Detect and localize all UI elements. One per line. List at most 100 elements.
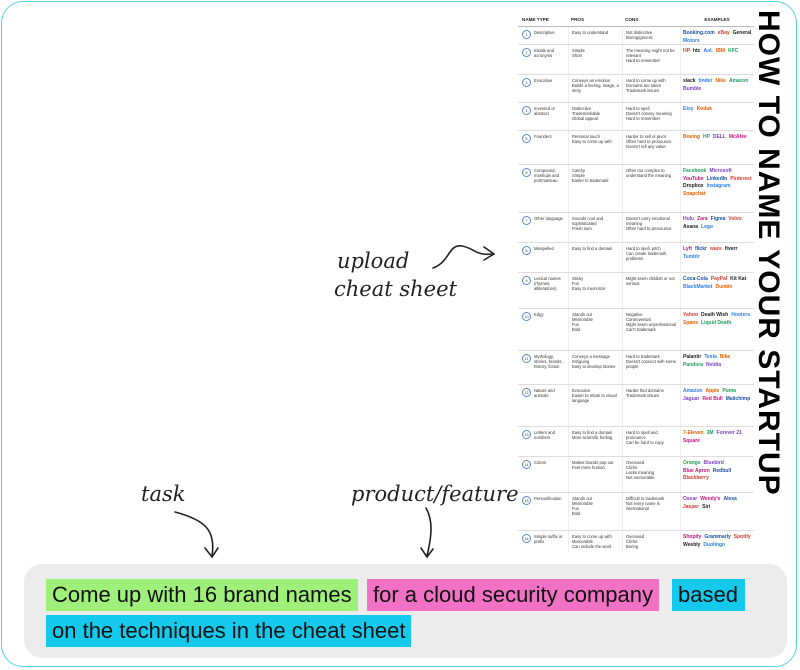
example-logo: Pinterest	[730, 175, 752, 182]
example-logo: Hulu	[683, 216, 695, 222]
row-number-badge: 11	[522, 354, 531, 363]
row-number-badge: 12	[522, 388, 531, 397]
example-logo: Instagram	[706, 183, 731, 189]
example-logo: Amazon	[683, 388, 703, 394]
example-logo: Mailchimp	[725, 395, 751, 402]
example-logo: Jaguar	[683, 395, 700, 402]
example-logo: Blue Apron	[683, 467, 710, 474]
example-logo: Tesla	[704, 354, 717, 360]
example-logo: Bumble	[683, 85, 702, 92]
row-pros-item: Conveys a message	[572, 354, 610, 359]
row-pros-item: Can include the word	[572, 544, 612, 549]
row-pros-item: Memorable	[572, 539, 593, 544]
row-cons-item: Domains are taken	[626, 83, 662, 88]
header-cons: CONS	[625, 16, 639, 22]
row-pros-item: Distinctive	[572, 106, 592, 111]
row-cons-item: Hard to remember	[626, 116, 660, 121]
row-cons-item: Not memorable	[626, 475, 655, 480]
row-type-label: Nature and animals	[534, 388, 555, 398]
example-logo: McAfee	[728, 134, 747, 140]
example-logo: Facebook	[683, 168, 707, 174]
example-logo: waze	[709, 246, 722, 252]
row-cons-item: Harder to sell or pivot	[626, 134, 666, 139]
row-pros-item: Easy to find a domain	[572, 246, 613, 251]
row-number-badge: 6	[522, 168, 531, 177]
example-logo: Dropbox	[683, 183, 704, 189]
row-pros-item: Fun	[572, 506, 580, 511]
example-logo: Spotify	[733, 534, 751, 540]
example-logo: 3M	[706, 430, 714, 436]
row-pros-item: Bold	[572, 511, 581, 516]
row-pros-item: Stands out	[572, 496, 593, 501]
row-cons-item: Doesn't connect with some people	[626, 359, 676, 369]
row-number-badge: 15	[522, 496, 531, 505]
example-logo: Boeing	[683, 134, 700, 140]
row-pros-item: Builds a feeling, image, a story	[572, 83, 619, 93]
example-logo: Oscar	[683, 496, 698, 502]
row-pros: Easy to understand	[568, 27, 622, 44]
row-pros-item: Simple	[572, 173, 585, 178]
row-cons-item: Can be hard to copy	[626, 440, 664, 445]
row-cons-item: Can create trademark problems	[626, 251, 667, 261]
row-pros-item: Fresh sum	[572, 226, 592, 231]
example-logo: Nvidia	[706, 361, 722, 368]
row-cons-item: Hard to trademark	[626, 354, 660, 359]
row-cons-item: Hard to remember	[626, 58, 660, 63]
example-logo: Zara	[697, 216, 708, 222]
row-pros-item: Sticky	[572, 276, 584, 281]
upload-arrowhead-icon	[483, 246, 496, 261]
example-logo: Palantir	[683, 354, 702, 360]
row-type-label: Invented or abstract	[534, 106, 555, 116]
row-pros-item: Short	[572, 53, 583, 58]
row-number-badge: 7	[522, 216, 531, 225]
example-logo: Grammarly	[704, 534, 731, 540]
row-cons-item: Might seem childish or not serious	[626, 276, 675, 286]
upload-arrow-icon	[432, 245, 493, 269]
row-cons-item: Harder find domains	[626, 388, 664, 393]
example-logo: Orange	[683, 460, 701, 466]
example-logo: Booking.com	[683, 30, 715, 36]
row-pros-item: More scientific feeling	[572, 435, 613, 440]
row-pros-item: Easy to come up with	[572, 139, 612, 144]
header-name-type: NAME TYPE	[522, 16, 549, 22]
example-logo: Asana	[683, 223, 699, 230]
task-annotation: task	[141, 482, 186, 506]
example-logo: Red Bull	[702, 395, 723, 402]
example-logo: Etsy	[683, 106, 694, 112]
example-logo: Bluebird	[703, 460, 724, 466]
example-logo: PayPal	[710, 276, 728, 282]
row-cons-item: Controversial	[626, 317, 651, 322]
example-logo: fiverr	[724, 246, 738, 252]
row-cons-item: Doesn't convey meaning	[626, 111, 672, 116]
row-pros-item: Easier to relate to visual language	[572, 393, 617, 403]
row-cons-item: Often too complex to understand the mean…	[626, 168, 672, 178]
row-cons-item: Cliche	[626, 465, 638, 470]
row-type-label: Personification	[534, 496, 562, 501]
header-pros: PROS	[571, 16, 585, 22]
row-type-label: Edgy	[534, 312, 544, 317]
